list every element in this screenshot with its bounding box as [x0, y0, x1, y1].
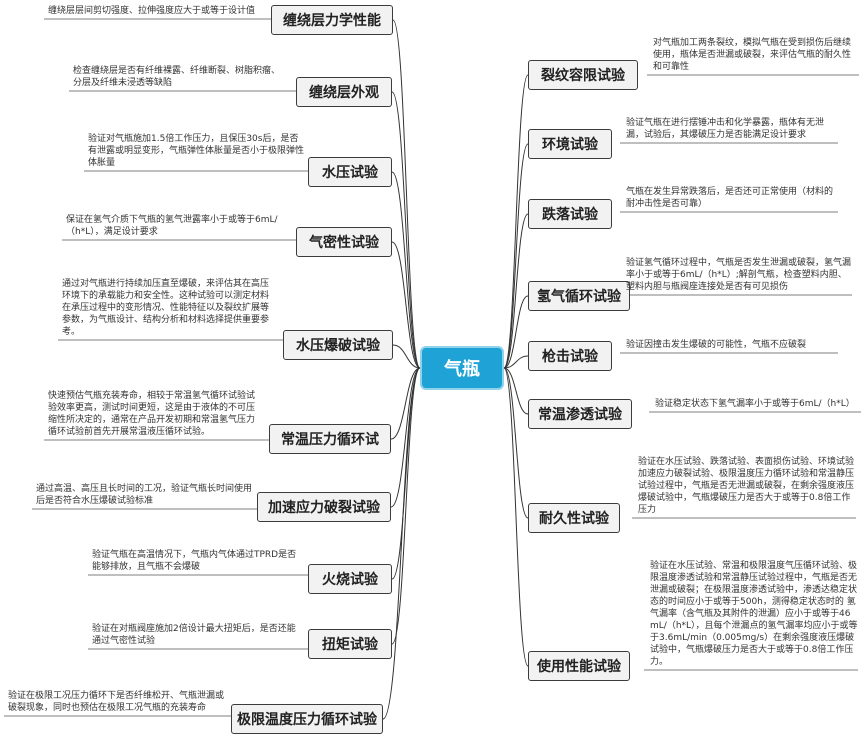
note-crack-tolerance: 对气瓶加工两条裂纹，模拟气瓶在受到损伤后继续使用，瓶体是否泄漏或破裂，来评估气瓶…: [653, 38, 852, 72]
topic-extreme-temp-pressure-cycle[interactable]: 极限温度压力循环试验: [231, 704, 383, 734]
topic-ambient-permeation[interactable]: 常温渗透试验: [528, 399, 632, 429]
topic-drop-test[interactable]: 跌落试验: [528, 199, 612, 229]
connector-line: [503, 143, 529, 369]
note-environment-test: 验证气瓶在进行摆锤冲击和化学暴露，瓶体有无泄漏，试验后，其爆破压力是否能满足设计…: [626, 118, 825, 140]
topic-environment-test[interactable]: 环境试验: [528, 129, 612, 159]
note-fire-test: 验证气瓶在高温情况下，气瓶内气体通过TPRD是否能够排放，且气瓶不会爆破: [92, 550, 297, 572]
topic-service-performance[interactable]: 使用性能试验: [528, 651, 630, 681]
note-ambient-permeation: 验证稳定状态下氢气漏率小于或等于6mL/（h*L）: [655, 399, 855, 409]
note-service-performance: 验证在水压试验、常温和极限温度气压循环试验、极限温度渗透试验和常温静压试验过程中…: [650, 561, 858, 667]
topic-accelerated-stress-rupture[interactable]: 加速应力破裂试验: [257, 492, 391, 522]
connector-line: [392, 19, 421, 369]
topic-ambient-pressure-cycle[interactable]: 常温压力循环试: [269, 424, 391, 454]
topic-airtightness-test[interactable]: 气密性试验: [296, 227, 392, 257]
connector-line: [503, 355, 529, 369]
note-airtightness-test: 保证在氢气介质下气瓶的氢气泄露率小于或等于6mL/（h*L），满足设计要求: [66, 215, 278, 237]
connector-line: [390, 367, 421, 440]
connector-line: [391, 367, 421, 645]
note-gunfire-test: 验证因撞击发生爆破的可能性，气瓶不应破裂: [626, 340, 807, 350]
note-drop-test: 气瓶在发生异常跌落后，是否还可正常使用（材料的耐冲击性是否可靠）: [626, 187, 834, 209]
central-node[interactable]: 气瓶: [420, 346, 504, 390]
topic-durability-test[interactable]: 耐久性试验: [528, 503, 620, 533]
note-extreme-temp-pressure-cycle: 验证在极限工况压力循环下是否纤维松开、气瓶泄漏或破裂现象，同时也预估在极限工况气…: [8, 691, 225, 713]
note-accelerated-stress-rupture: 通过高温、高压且长时间的工况，验证气瓶长时间使用后是否符合水压爆破试验标准: [36, 484, 253, 506]
topic-hydraulic-burst-test[interactable]: 水压爆破试验: [283, 330, 393, 360]
note-hydraulic-burst-test: 通过对气瓶进行持续加压直至爆破，来评估其在高压环境下的承载能力和安全性。这种试验…: [62, 279, 270, 337]
connector-line: [503, 367, 529, 519]
connector-line: [503, 295, 529, 369]
connector-line: [503, 213, 529, 369]
note-torque-test: 验证在对瓶阀座施加2倍设计最大扭矩后，是否还能通过气密性试验: [92, 624, 296, 646]
connector-line: [382, 367, 421, 720]
note-ambient-pressure-cycle: 快速预估气瓶充装寿命，相较于常温氢气循环试验试验效率更高，测试时间更短，这是由于…: [48, 391, 256, 437]
connector-line: [503, 74, 529, 369]
connector-line: [390, 367, 421, 508]
topic-torque-test[interactable]: 扭矩试验: [308, 629, 392, 659]
topic-winding-appearance[interactable]: 缠绕层外观: [296, 77, 392, 107]
topic-hydraulic-test[interactable]: 水压试验: [308, 157, 392, 187]
connector-line: [391, 171, 421, 369]
connector-line: [503, 367, 529, 667]
topic-gunfire-test[interactable]: 枪击试验: [528, 341, 612, 371]
topic-hydrogen-cycle[interactable]: 氢气循环试验: [528, 281, 630, 311]
topic-crack-tolerance[interactable]: 裂纹容限试验: [528, 60, 638, 90]
connector-line: [503, 367, 529, 415]
note-winding-appearance: 检查缠绕层是否有纤维裸露、纤维断裂、树脂积瘤、分层及纤维未浸透等缺陷: [73, 66, 281, 88]
connector-line: [391, 241, 421, 369]
note-durability-test: 验证在水压试验、跌落试验、表面损伤试验、环境试验加速应力破裂试验、极限温度压力循…: [638, 457, 855, 515]
note-winding-mechanics: 缠绕层层间剪切强度、拉伸强度应大于或等于设计值: [48, 6, 256, 16]
connector-line: [391, 91, 421, 369]
topic-fire-test[interactable]: 火烧试验: [308, 564, 392, 594]
note-hydrogen-cycle: 验证氢气循环过程中，气瓶是否发生泄漏或破裂，氢气漏率小于或等于6mL/（h*L）…: [626, 258, 852, 292]
note-hydraulic-test: 验证对气瓶施加1.5倍工作压力，且保压30s后，是否有泄露或明显变形，气瓶弹性体…: [88, 134, 305, 168]
connector-line: [392, 344, 421, 369]
topic-winding-mechanics[interactable]: 缠绕层力学性能: [271, 5, 393, 35]
